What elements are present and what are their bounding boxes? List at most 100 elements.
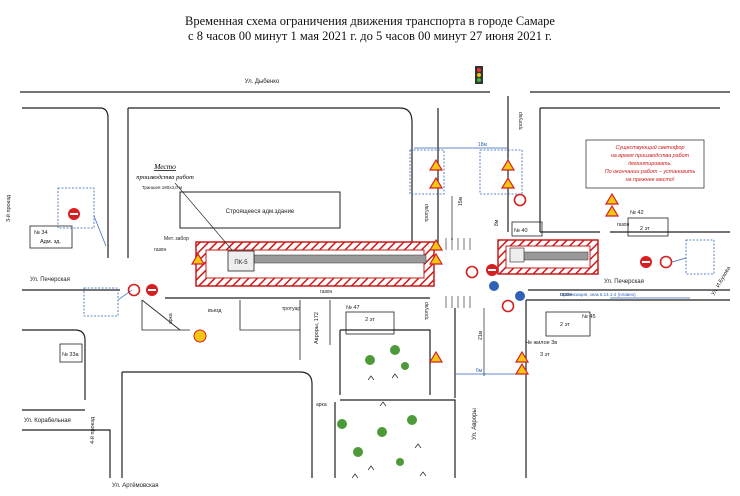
lawn-label-4: газон [617, 222, 629, 228]
street-pecherskaya-right: Ул. Печерская [604, 279, 644, 285]
lawn-label-3: газон [560, 292, 572, 298]
mandatory-direction-sign [193, 329, 207, 343]
central-block-top [128, 107, 413, 250]
street-proezd-4: 4-й проезд [89, 416, 96, 444]
svg-text:2 эт: 2 эт [640, 226, 650, 232]
shrubs [351, 373, 427, 479]
direction-note: Организация, знак 6.14.1-2 (плавно) [560, 292, 636, 297]
dim-8: 8м [494, 219, 500, 226]
street-pecherskaya-left: Ул. Печерская [30, 277, 70, 283]
prohibition-sign [465, 265, 479, 279]
work-zone: ПК-5 [195, 239, 599, 287]
trench-label: Траншея 180х3,0 м [142, 185, 182, 190]
sidewalk-label-3: тротуар [518, 112, 524, 130]
mandatory-direction-sign [489, 281, 499, 291]
traffic-light-icon [475, 66, 483, 84]
sign-panel-east [685, 239, 715, 275]
tree [407, 415, 417, 425]
road-works-sign [428, 158, 444, 171]
svg-text:№ 40: № 40 [514, 228, 528, 234]
prohibition-sign [127, 283, 141, 297]
sign-panels [57, 149, 715, 317]
house-33a [59, 343, 83, 363]
svg-text:3 эт: 3 эт [540, 352, 550, 358]
trench-west [235, 254, 427, 264]
svg-text:№ 45: № 45 [582, 314, 596, 320]
street-dybenko: Ул. Дыбенко [245, 79, 280, 85]
tree [365, 355, 375, 365]
street-avrory: Ул. Авроры [472, 408, 478, 440]
house-45 [545, 311, 591, 337]
south-center-block [340, 329, 431, 395]
lawn-label-1: газон [154, 247, 166, 253]
minor-labels: тротуар тротуар тротуар тротуар газон га… [154, 112, 629, 408]
house-34 [29, 225, 73, 249]
warning-signs [190, 158, 620, 375]
street-proezd-3: 3-й проезд [5, 194, 12, 222]
road-works-sign [428, 350, 444, 363]
left-block [22, 107, 109, 258]
street-avrory-172: Авроры, 172 [314, 312, 320, 344]
inner-driveways [141, 299, 331, 360]
trees [337, 345, 417, 466]
work-place-callout: Место производства работ Траншея 180х3,0… [136, 162, 233, 251]
svg-text:Адм. зд.: Адм. зд. [40, 239, 61, 245]
road-network [20, 91, 730, 478]
svg-text:По окончании работ – установит: По окончании работ – установить [605, 169, 696, 175]
svg-text:Существующий светофор: Существующий светофор [615, 144, 684, 151]
house-47 [345, 311, 395, 335]
sign-panel-north [479, 149, 523, 195]
mandatory-direction-sign [515, 291, 525, 301]
house-42 [627, 217, 669, 237]
title-line-1: Временная схема ограничения движения тра… [185, 14, 555, 28]
tree [396, 458, 404, 466]
road-works-sign [500, 176, 516, 189]
sign-panel-west [57, 187, 95, 229]
no-entry-sign [146, 284, 158, 296]
yard-entry-label: въезд [208, 308, 221, 314]
sidewalk-label-2: тротуар [424, 204, 430, 222]
houses: № 34 Адм. зд. № 33а 2 эт № 47 № 40 № 42 … [29, 210, 669, 363]
south-mid-block [122, 371, 313, 478]
road-works-sign [514, 362, 530, 375]
road-works-sign [428, 252, 444, 265]
sign-panel-southwest [83, 287, 119, 317]
road-works-sign [500, 158, 516, 171]
dim-18: 18м [478, 142, 488, 148]
prohibition-sign [501, 299, 515, 313]
no-entry-sign [486, 264, 498, 276]
svg-text:№ 34: № 34 [34, 230, 48, 236]
svg-text:2 эт: 2 эт [560, 322, 570, 328]
title-line-2: с 8 часов 00 минут 1 мая 2021 г. до 5 ча… [188, 29, 552, 43]
road-works-sign [428, 176, 444, 189]
prohibition-sign [513, 193, 527, 207]
sign-panel-northeast [409, 149, 445, 195]
street-korabelnaya: Ул. Корабельная [24, 418, 71, 424]
tree [401, 362, 409, 370]
svg-text:№ 33а: № 33а [62, 352, 80, 358]
svg-text:№ 47: № 47 [346, 305, 360, 311]
vertical-dims: 15м 21м 8м [451, 196, 500, 376]
street-labels: Ул. Дыбенко Ул. Печерская Ул. Печерская … [5, 79, 733, 489]
road-works-sign [514, 350, 530, 363]
svg-text:Не жилое 3в: Не жилое 3в [525, 340, 557, 346]
pk-label: ПК-5 [234, 260, 248, 266]
road-works-sign [604, 192, 620, 205]
arch-label-2: арка [316, 402, 327, 408]
svg-text:на прежнее место!: на прежнее место! [626, 177, 675, 183]
svg-text:на время производства работ: на время производства работ [611, 153, 690, 159]
traffic-light-note: Существующий светофор на время производс… [585, 139, 705, 189]
tree [337, 419, 347, 429]
dim-21: 21м [478, 330, 484, 340]
sign-leaders [93, 215, 687, 301]
no-entry-sign [640, 256, 652, 268]
south-left-block [22, 329, 86, 400]
dim-15: 15м [458, 196, 464, 206]
svg-text:демонтировать.: демонтировать. [628, 161, 672, 167]
pk-box-east [509, 247, 525, 263]
korabelnaya-curb-south [22, 429, 111, 478]
tree [390, 345, 400, 355]
pk-box [227, 250, 255, 272]
south-bottom-block [340, 399, 456, 478]
